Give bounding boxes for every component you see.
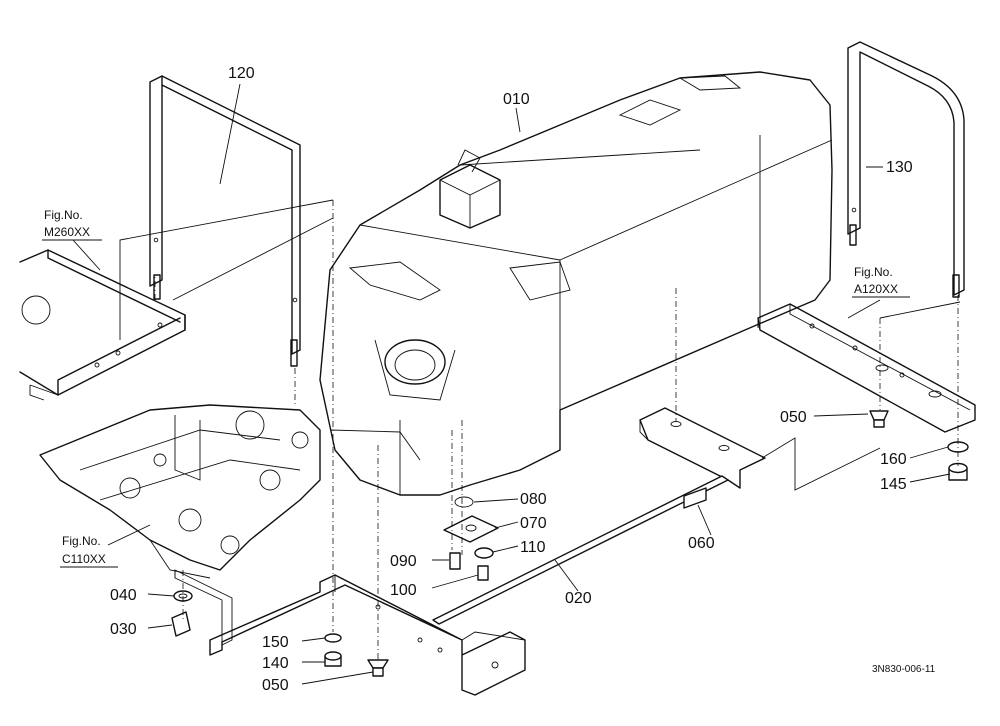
part-label-100: 100 [390, 582, 417, 599]
part-label-160: 160 [880, 451, 907, 468]
fig-a120-code: A120XX [854, 282, 898, 296]
figure-ref-a120: Fig.No. A120XX [852, 265, 910, 298]
fig-c110-label: Fig.No. [62, 534, 101, 548]
tank-band-120 [149, 75, 301, 367]
part-label-150: 150 [262, 634, 289, 651]
figure-ref-m260: Fig.No. M260XX [42, 208, 102, 241]
part-label-060: 060 [688, 535, 715, 552]
frame-a120-outline [757, 303, 976, 433]
part-label-030: 030 [110, 621, 137, 638]
alignment-lines [154, 200, 959, 660]
part-label-070: 070 [520, 515, 547, 532]
fig-m260-label: Fig.No. [44, 208, 83, 222]
frame-m260-outline [19, 249, 186, 401]
part-label-110: 110 [520, 539, 546, 556]
part-label-050-bottom: 050 [262, 677, 289, 694]
part-labels: 010 120 130 050 160 145 080 070 110 090 … [110, 65, 913, 694]
part-label-010: 010 [503, 91, 530, 108]
part-label-140: 140 [262, 655, 289, 672]
fig-m260-code: M260XX [44, 225, 90, 239]
fuel-tank-010 [319, 71, 833, 496]
fig-c110-code: C110XX [62, 552, 106, 566]
part-label-040: 040 [110, 587, 137, 604]
part-label-145: 145 [880, 476, 907, 493]
hardware-parts [171, 410, 969, 677]
part-label-020: 020 [565, 590, 592, 607]
tank-bracket-right [639, 407, 766, 489]
fig-a120-label: Fig.No. [854, 265, 893, 279]
part-label-090: 090 [390, 553, 417, 570]
part-label-080: 080 [520, 491, 547, 508]
stay-bar-020 [432, 475, 729, 625]
drawing-code: 3N830-006-11 [872, 664, 936, 675]
leader-lines [72, 83, 951, 685]
reference-lines [119, 199, 961, 491]
part-label-050-right: 050 [780, 409, 807, 426]
engine-housing-c110-outline [39, 404, 321, 579]
figure-ref-c110: Fig.No. C110XX [60, 534, 118, 568]
tank-band-130 [847, 41, 965, 298]
part-label-130: 130 [886, 159, 913, 176]
part-label-120: 120 [228, 65, 255, 82]
